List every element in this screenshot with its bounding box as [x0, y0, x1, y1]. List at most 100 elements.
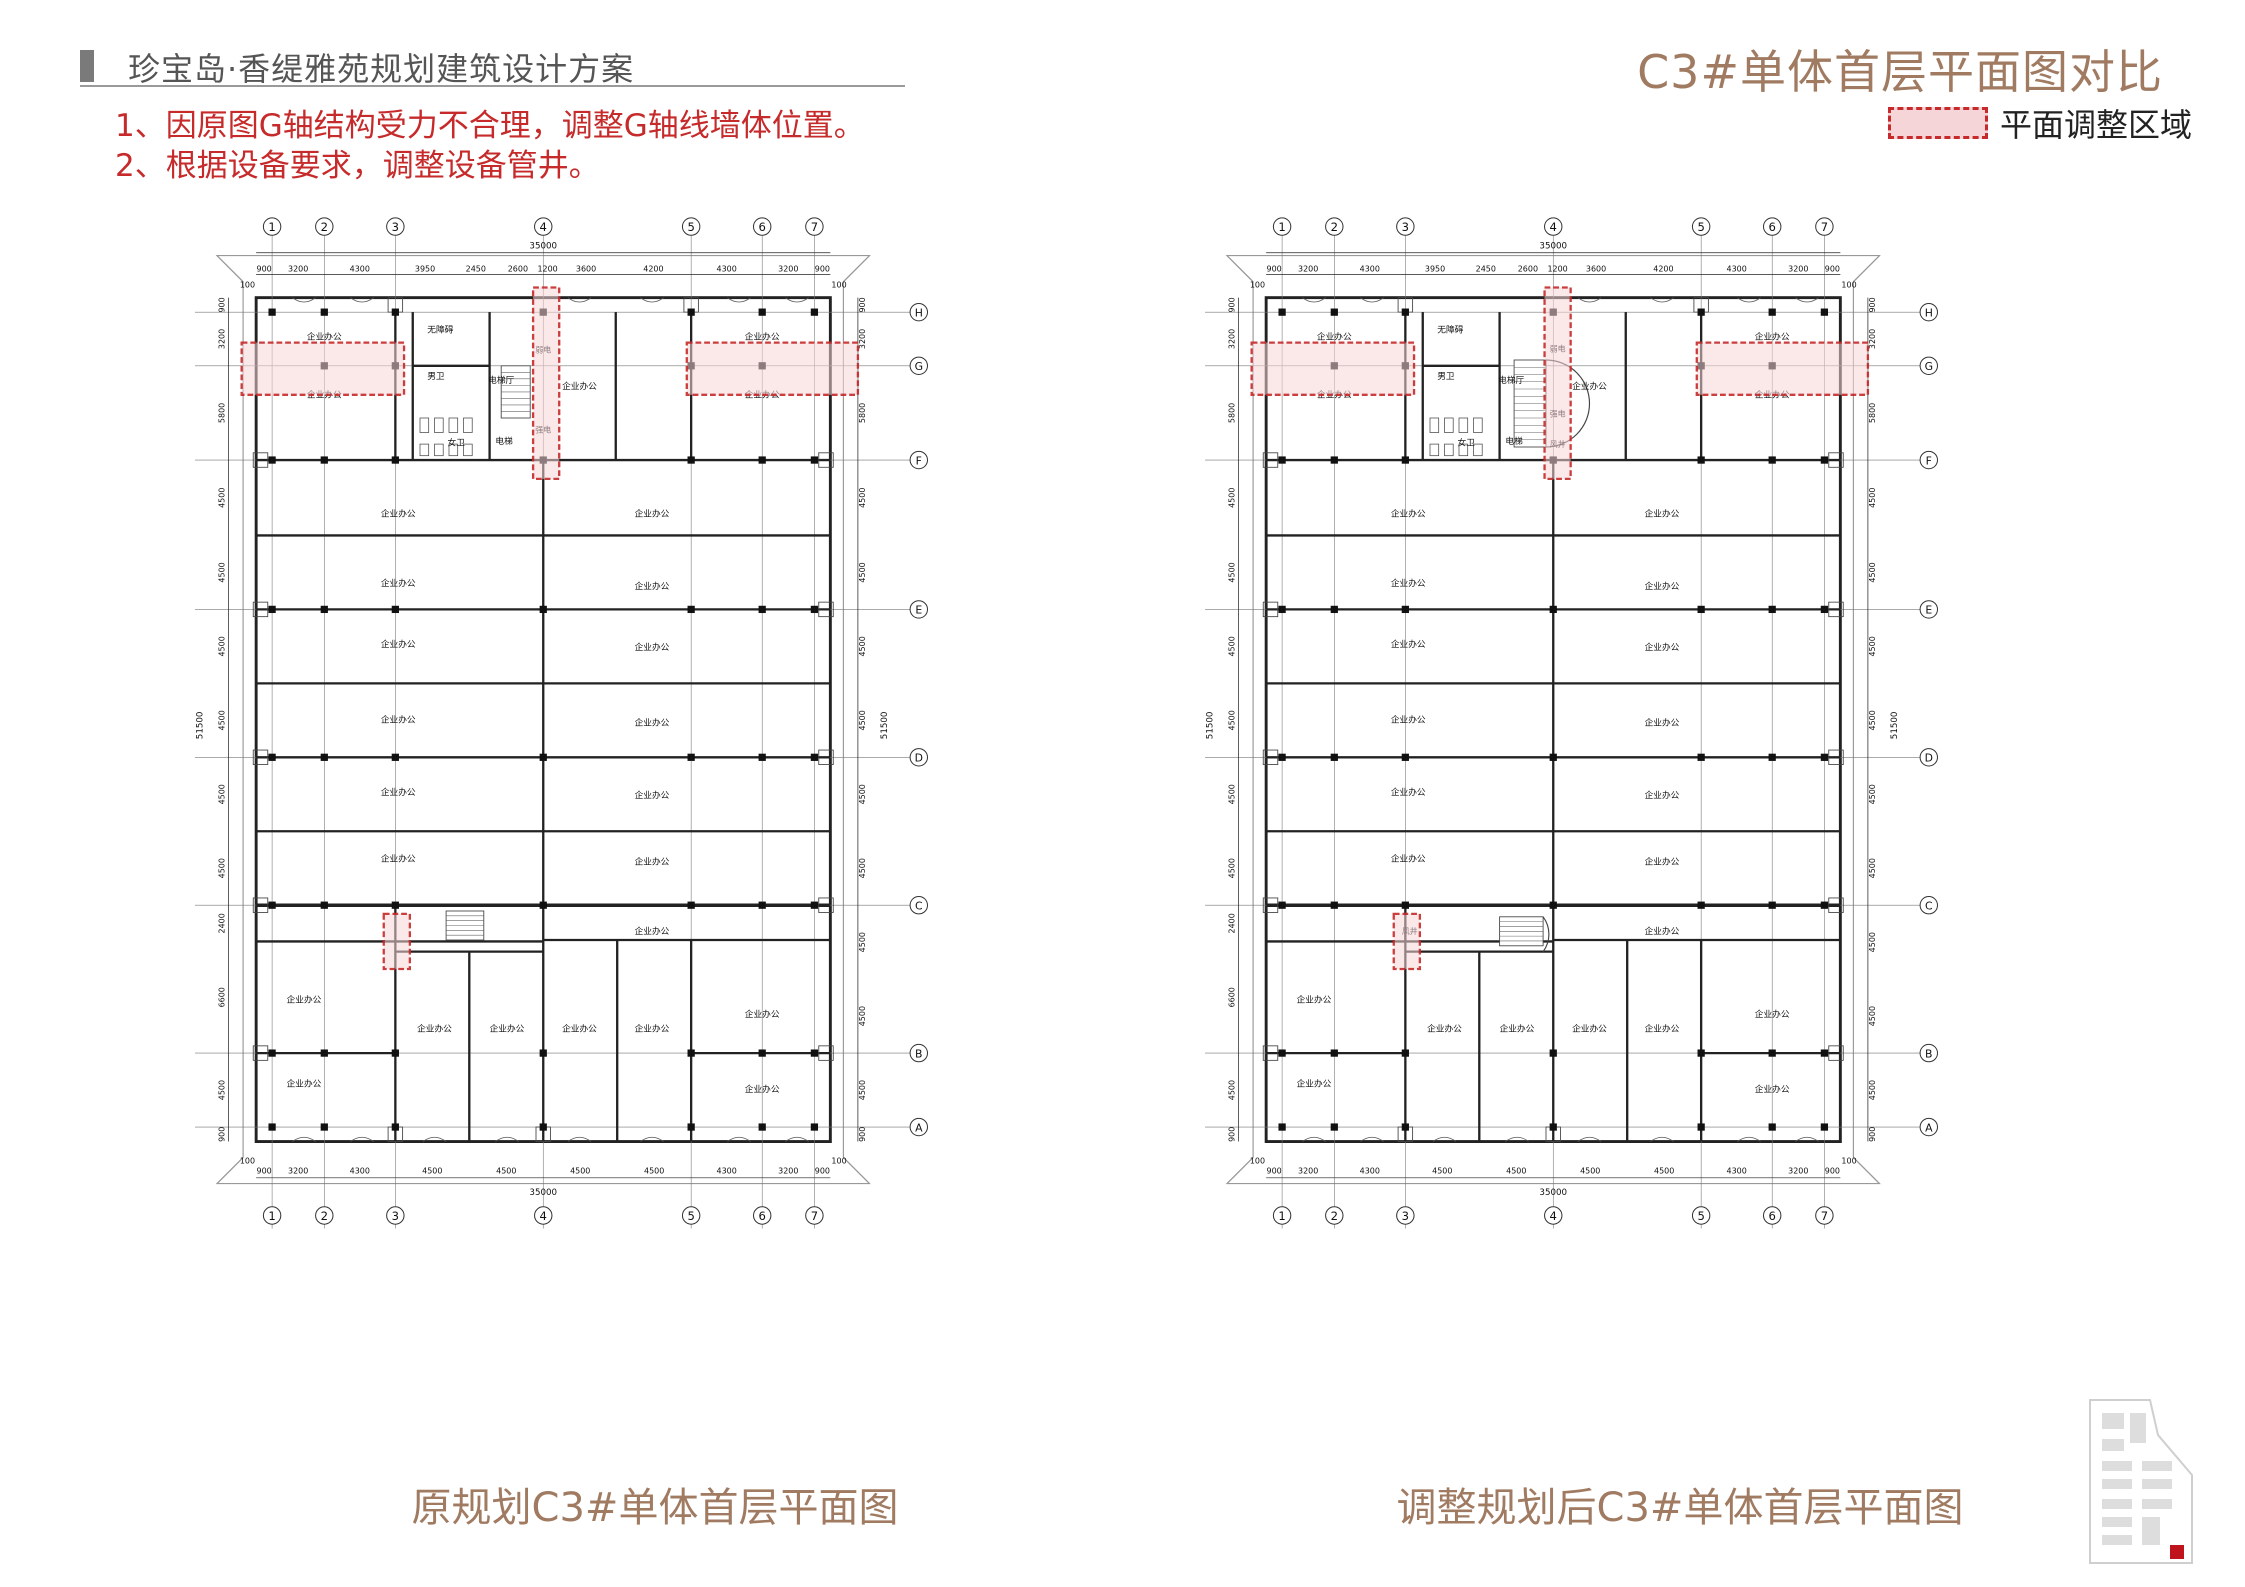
room-label: 电梯	[1505, 435, 1523, 447]
structural-column	[1278, 1049, 1286, 1057]
site-corner	[216, 255, 244, 283]
pilaster	[1828, 749, 1844, 765]
column-axis-label-top: 4	[1550, 220, 1557, 234]
legend-swatch	[1888, 107, 1988, 139]
structural-column	[391, 901, 399, 909]
structural-column	[320, 901, 328, 909]
dimension-right: 3200	[858, 329, 867, 349]
column-axis-bubble-top	[1325, 217, 1344, 236]
dimension-top: 900	[815, 265, 830, 274]
wc-fixture	[1444, 443, 1454, 457]
structural-column	[1401, 753, 1409, 761]
row-axis-bubble-right	[909, 600, 929, 619]
dimension-left: 6600	[217, 987, 226, 1007]
dimension-right: 4500	[858, 562, 867, 582]
dimension-left: 4500	[1227, 1080, 1236, 1100]
structural-column	[1278, 753, 1286, 761]
row-axis-bubble-right	[909, 450, 929, 470]
structural-column	[1330, 753, 1338, 761]
column-axis-bubble-bottom	[315, 1206, 334, 1225]
structural-column	[1697, 753, 1705, 761]
structural-column	[1820, 456, 1829, 464]
structural-column	[320, 1049, 328, 1057]
door-swing	[1577, 1136, 1602, 1142]
dimension-offset: 100	[831, 1156, 846, 1165]
structural-column	[1820, 605, 1829, 614]
structural-column	[268, 1049, 276, 1057]
column-axis-label-top: 2	[321, 220, 328, 234]
room-label: 企业办公	[745, 331, 780, 343]
dimension-bottom: 4500	[1654, 1166, 1674, 1175]
structural-column	[1330, 1123, 1338, 1131]
dimension-left: 900	[217, 1127, 226, 1142]
site-corner	[1226, 255, 1254, 283]
structural-column	[1768, 308, 1776, 316]
structural-column	[810, 605, 819, 614]
dimension-offset: 100	[1841, 281, 1856, 290]
structural-column	[539, 605, 547, 614]
pilaster	[1828, 452, 1844, 468]
dimension-top: 3600	[1586, 265, 1606, 274]
structural-column	[1820, 308, 1829, 316]
dimension-right: 4500	[858, 1006, 867, 1026]
door-swing	[495, 1136, 519, 1142]
room-label: 企业办公	[1645, 641, 1680, 653]
column-axis-bubble-top	[1544, 217, 1563, 236]
dimension-right: 4500	[858, 1080, 867, 1100]
dimension-left: 4500	[1227, 784, 1236, 804]
dimension-left: 4500	[217, 1080, 226, 1100]
door-swing	[1577, 297, 1602, 303]
structural-column	[391, 308, 399, 316]
structural-column	[1401, 605, 1409, 614]
wc-fixture	[448, 417, 459, 433]
room-label: 企业办公	[635, 925, 670, 937]
pilaster	[252, 452, 269, 468]
door-swing	[567, 1136, 592, 1142]
dimension-bottom: 4500	[1506, 1166, 1526, 1175]
dimension-bottom: 4500	[570, 1166, 590, 1175]
dimension-left: 4500	[217, 710, 226, 730]
structural-column	[1697, 605, 1705, 614]
row-axis-label-right: D	[915, 752, 923, 765]
structural-column	[810, 1049, 819, 1057]
page-title: C3#单体首层平面图对比	[1637, 45, 2163, 99]
column-axis-bubble-top	[386, 217, 405, 236]
door-swing	[1795, 1136, 1819, 1142]
row-axis-bubble-right	[1919, 1117, 1939, 1137]
dimension-bottom: 900	[815, 1166, 830, 1175]
pilaster	[818, 601, 834, 618]
dimension-left: 5800	[1227, 403, 1236, 423]
structural-column	[687, 456, 695, 464]
column-axis-label-top: 3	[392, 220, 399, 234]
dimension-top: 3600	[576, 265, 596, 274]
room-label: 电梯	[495, 435, 513, 447]
dimension-left: 6600	[1227, 987, 1236, 1007]
door-swing	[727, 1136, 751, 1142]
dimension-right: 900	[1868, 297, 1877, 312]
caption-original-plan: 原规划C3#单体首层平面图	[411, 1485, 899, 1531]
room-label: 企业办公	[635, 789, 670, 801]
dimension-bottom: 3200	[1788, 1166, 1808, 1175]
structural-column	[687, 308, 695, 316]
column-axis-bubble-top	[262, 217, 282, 236]
pilaster	[818, 897, 834, 913]
structural-column	[758, 901, 766, 909]
column-axis-label-top: 3	[1402, 220, 1409, 234]
structural-column	[1549, 605, 1557, 614]
column-axis-bubble-bottom	[1272, 1206, 1292, 1225]
structural-column	[1820, 901, 1829, 909]
structural-column	[1278, 605, 1286, 614]
structural-column	[758, 605, 766, 614]
wc-fixture	[419, 443, 430, 457]
dimension-top: 4300	[350, 265, 370, 274]
structural-column	[1768, 605, 1776, 614]
structural-column	[391, 753, 399, 761]
structural-column	[1278, 308, 1286, 316]
dimension-bottom: 4300	[717, 1166, 737, 1175]
dimension-bottom: 4500	[496, 1166, 516, 1175]
dimension-left: 4500	[217, 488, 226, 508]
site-corner	[1226, 1157, 1254, 1185]
structural-column	[687, 753, 695, 761]
dimension-left: 4500	[217, 636, 226, 656]
room-label: 企业办公	[307, 331, 342, 343]
